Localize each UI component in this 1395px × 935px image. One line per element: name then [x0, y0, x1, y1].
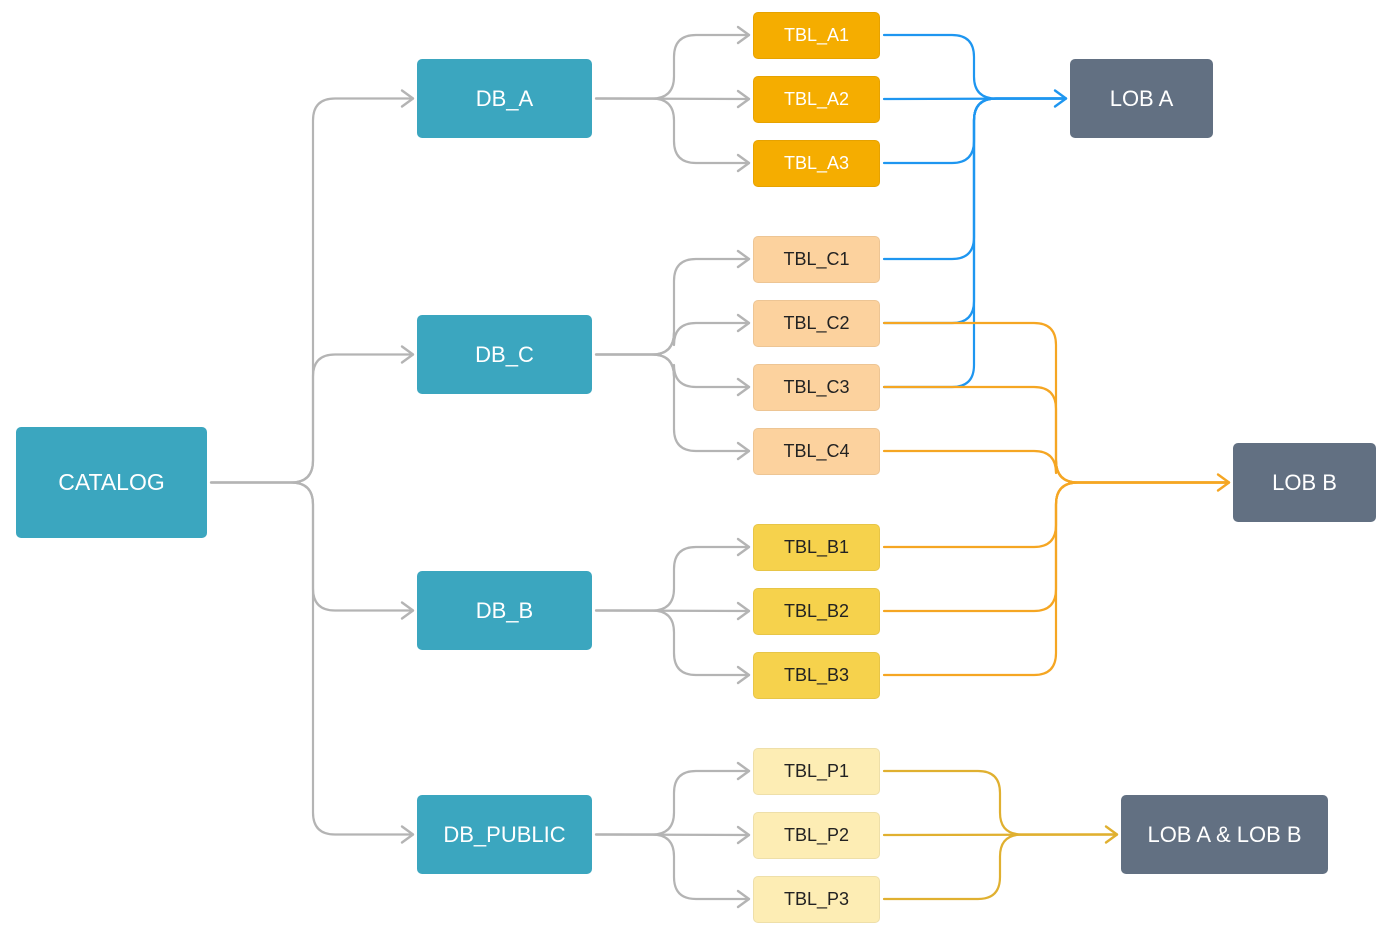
edge-c3-lob-a — [882, 97, 1068, 389]
table-node-p3-label: TBL_P3 — [783, 888, 850, 909]
table-node-b1: TBL_B1 — [753, 523, 880, 571]
arrow-c3 — [736, 377, 751, 397]
table-node-c4: TBL_C4 — [753, 427, 880, 475]
table-node-p1-label: TBL_P1 — [783, 760, 850, 781]
lob-ab-node-label: LOB A & LOB B — [1147, 821, 1302, 847]
edge-p1-lob-ab — [882, 769, 1119, 836]
table-node-b1-label: TBL_B1 — [783, 536, 850, 557]
table-node-a2: TBL_A2 — [753, 75, 880, 123]
table-node-p3: TBL_P3 — [753, 875, 880, 923]
table-node-b2: TBL_B2 — [753, 587, 880, 635]
edge-c4-lob-b — [882, 449, 1231, 484]
table-node-p1: TBL_P1 — [753, 747, 880, 795]
edge-db_c-c4 — [594, 353, 751, 453]
edge-catalog-db_public — [209, 481, 415, 836]
arrow-b3 — [736, 665, 751, 685]
arrow-lob-b — [1216, 473, 1231, 492]
table-node-c1-label: TBL_C1 — [783, 248, 850, 269]
table-node-c3: TBL_C3 — [753, 363, 880, 411]
arrow-lob-ab — [1104, 825, 1119, 844]
table-node-a3-label: TBL_A3 — [783, 152, 850, 173]
edge-db_b-b3 — [594, 609, 751, 677]
table-node-a3: TBL_A3 — [753, 139, 880, 187]
arrow-p1 — [736, 761, 751, 781]
lob-a-node: LOB A — [1070, 59, 1213, 138]
table-node-c1: TBL_C1 — [753, 235, 880, 283]
edge-db_b-b1 — [594, 545, 751, 612]
db-node-db-public-label: DB_PUBLIC — [443, 821, 566, 847]
lob-b-node: LOB B — [1233, 443, 1376, 522]
arrow-c2 — [736, 313, 751, 333]
arrow-a3 — [736, 153, 751, 173]
arrow-c1 — [736, 249, 751, 269]
table-node-c2: TBL_C2 — [753, 299, 880, 347]
edge-p3-lob-ab — [882, 833, 1119, 901]
edge-catalog-db_c — [209, 353, 415, 484]
arrow-db_b — [400, 601, 415, 620]
arrow-db_public — [400, 825, 415, 844]
db-node-db-c: DB_C — [417, 315, 592, 394]
table-node-p2-label: TBL_P2 — [783, 824, 850, 845]
edge-a1-lob-a — [882, 33, 1068, 100]
table-node-a1-label: TBL_A1 — [783, 24, 850, 45]
table-node-c3-label: TBL_C3 — [783, 376, 850, 397]
lob-ab-node: LOB A & LOB B — [1121, 795, 1328, 874]
arrow-b2 — [736, 601, 751, 621]
arrow-db_a — [400, 89, 415, 108]
table-node-c2-label: TBL_C2 — [783, 312, 850, 333]
arrow-p2 — [736, 825, 751, 845]
arrow-c4 — [736, 441, 751, 461]
table-node-b2-label: TBL_B2 — [783, 600, 850, 621]
table-node-a1: TBL_A1 — [753, 11, 880, 59]
edge-db_public-p1 — [594, 769, 751, 836]
arrow-b1 — [736, 537, 751, 557]
edge-db_public-p3 — [594, 833, 751, 901]
lob-b-node-label: LOB B — [1272, 469, 1337, 495]
table-node-b3: TBL_B3 — [753, 651, 880, 699]
db-node-db-b: DB_B — [417, 571, 592, 650]
table-node-c4-label: TBL_C4 — [783, 440, 850, 461]
arrow-a1 — [736, 25, 751, 45]
db-node-db-a: DB_A — [417, 59, 592, 138]
db-node-db-b-label: DB_B — [475, 597, 534, 623]
edge-db_a-a3 — [594, 97, 751, 165]
edge-db_a-a1 — [594, 33, 751, 100]
arrow-lob-a — [1053, 89, 1068, 108]
catalog-node-label: CATALOG — [58, 469, 165, 495]
db-node-db-c-label: DB_C — [475, 341, 534, 367]
table-node-a2-label: TBL_A2 — [783, 88, 850, 109]
arrow-db_c — [400, 345, 415, 364]
lob-a-node-label: LOB A — [1109, 85, 1174, 111]
catalog-node: CATALOG — [16, 427, 207, 538]
arrow-p3 — [736, 889, 751, 909]
table-node-p2: TBL_P2 — [753, 811, 880, 859]
edge-db_c-c2 — [594, 321, 751, 356]
edge-b3-lob-b — [882, 481, 1231, 677]
db-node-db-a-label: DB_A — [475, 85, 534, 111]
arrow-a2 — [736, 89, 751, 109]
db-node-db-public: DB_PUBLIC — [417, 795, 592, 874]
table-node-b3-label: TBL_B3 — [783, 664, 850, 685]
